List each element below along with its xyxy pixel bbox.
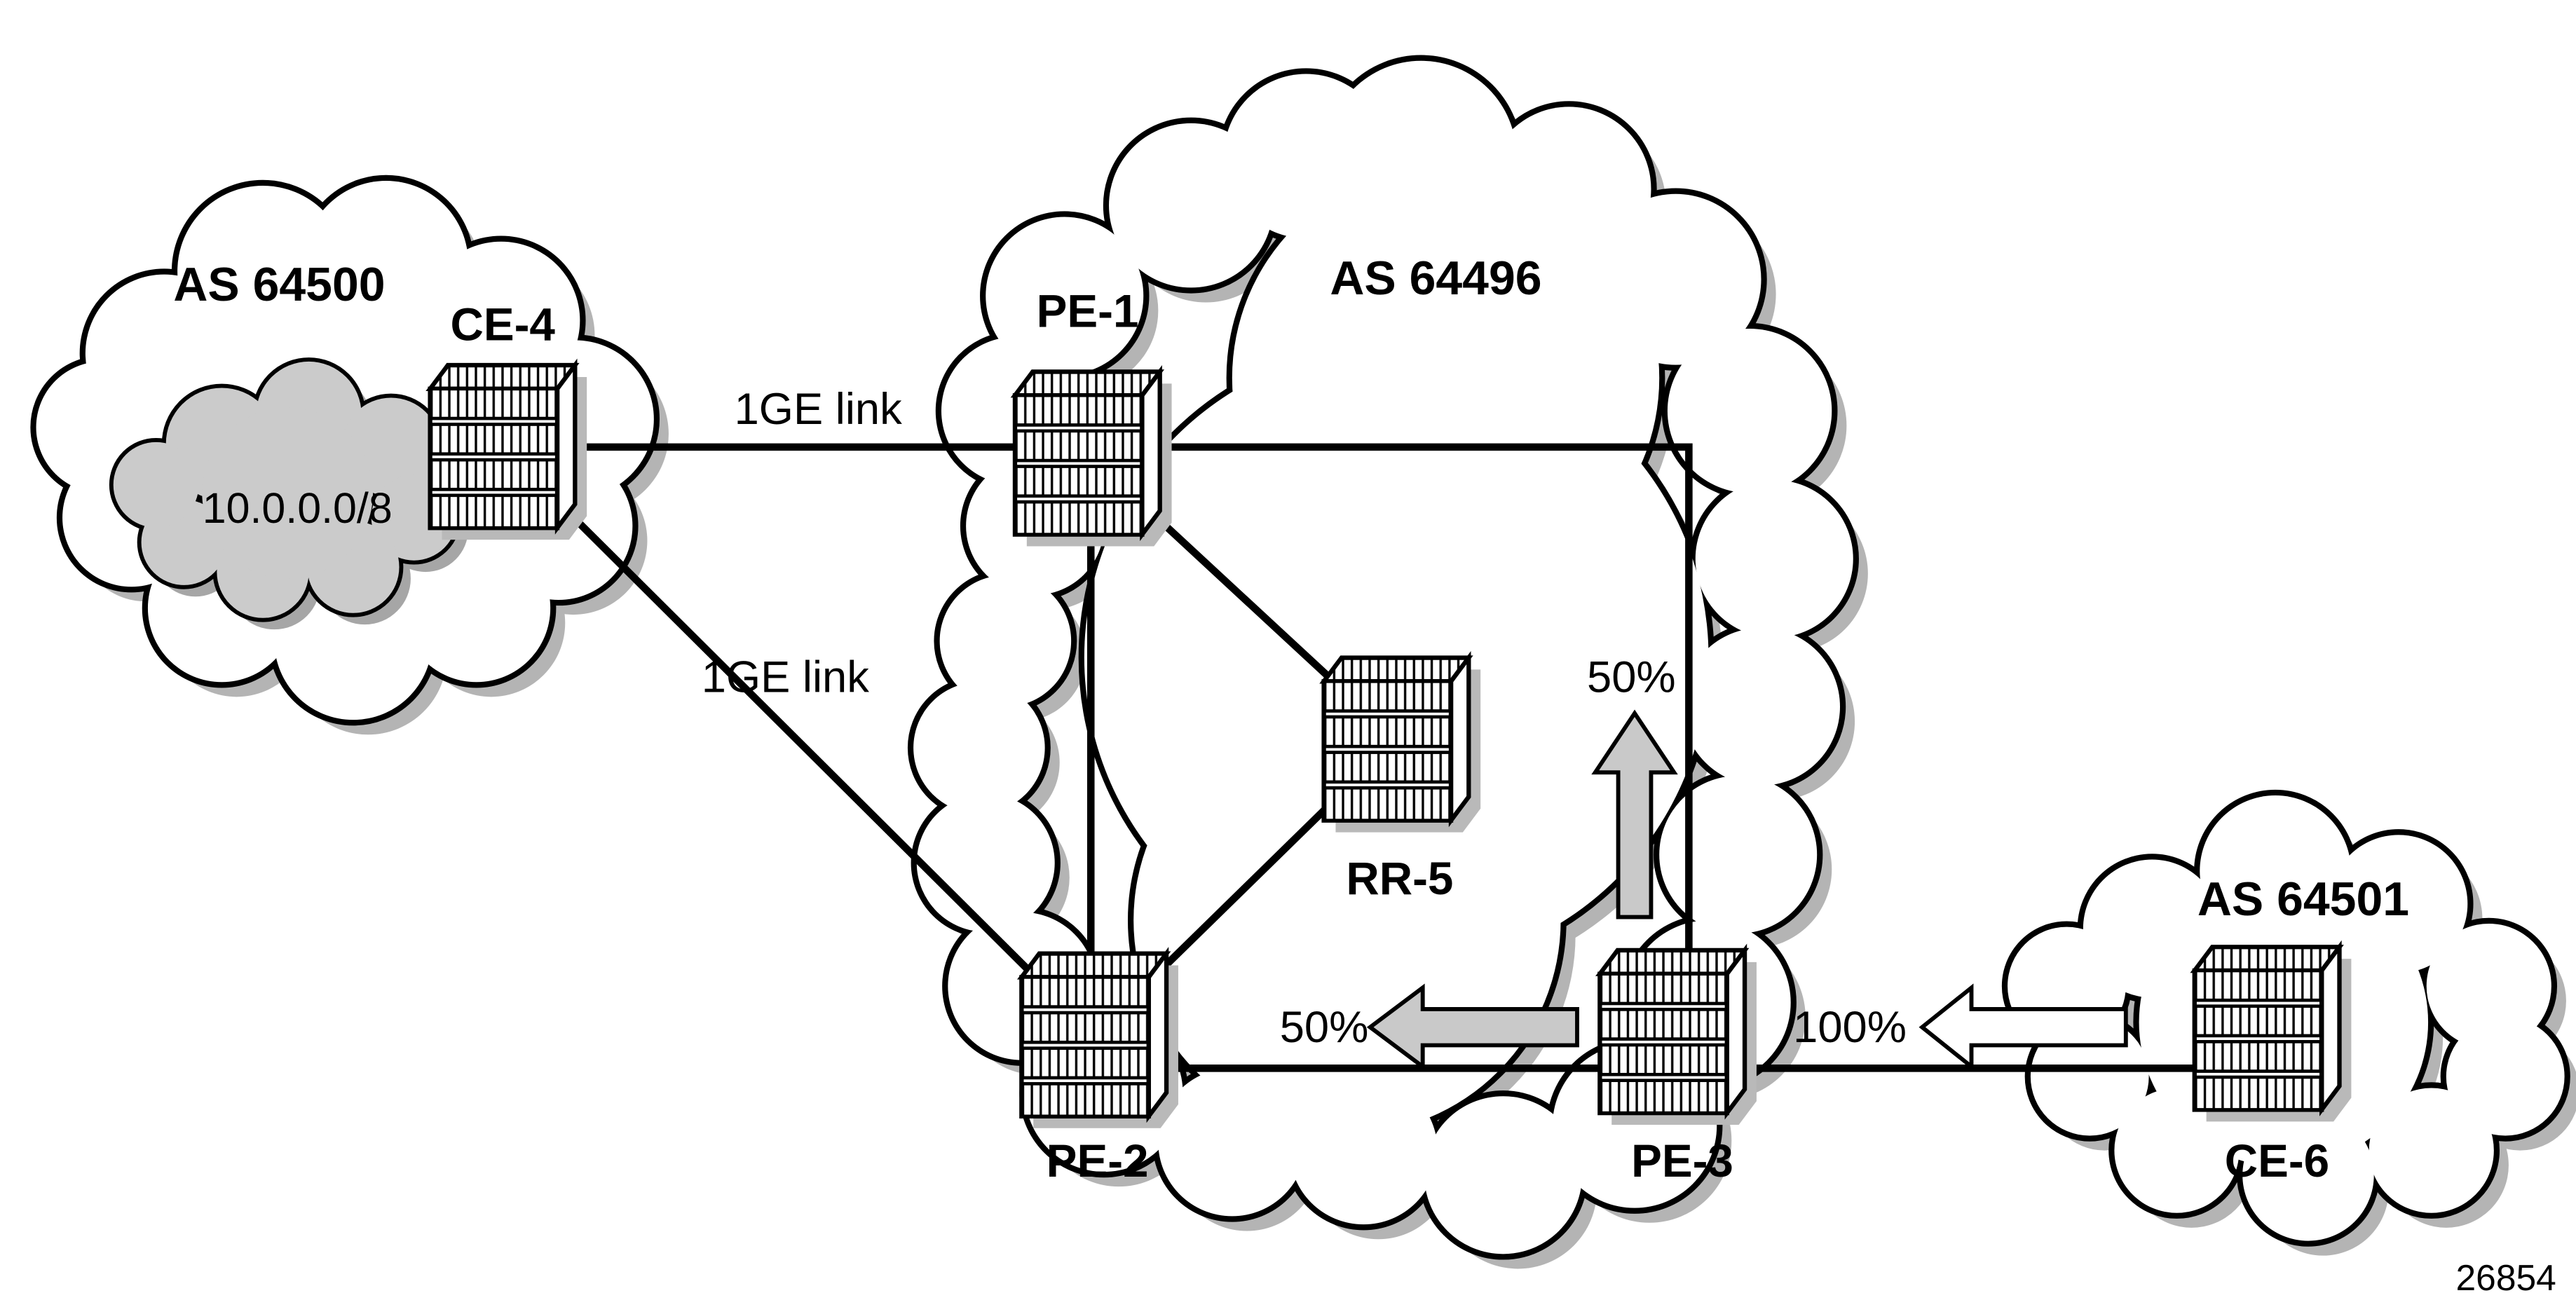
ce6-router-icon xyxy=(2195,947,2352,1121)
link-ce4-pe2 xyxy=(500,444,1097,1039)
pe1-router-icon xyxy=(1015,371,1172,546)
pe1-label: PE-1 xyxy=(1037,286,1139,337)
rr5-label: RR-5 xyxy=(1346,853,1453,904)
link-pe1-pe3 xyxy=(1087,443,1693,1032)
subnet-label: 10.0.0.0/8 xyxy=(203,484,393,532)
ce4-router-icon xyxy=(430,365,587,540)
pe3-router-icon xyxy=(1600,950,1757,1125)
pe2-label: PE-2 xyxy=(1047,1135,1149,1186)
traffic-pe3-up-label: 50% xyxy=(1587,652,1676,702)
pe3-label: PE-3 xyxy=(1631,1135,1733,1186)
as64501-label: AS 64501 xyxy=(2197,873,2409,926)
as64496-label: AS 64496 xyxy=(1330,252,1541,305)
pe2-router-icon xyxy=(1021,954,1178,1128)
ce4-label: CE-4 xyxy=(450,299,555,350)
figure-number: 26854 xyxy=(2456,1257,2556,1298)
traffic-arrow-pe3-to-pe2-icon xyxy=(1366,983,1579,1071)
traffic-ce6-to-pe3-label: 100% xyxy=(1793,1003,1907,1052)
traffic-arrow-ce6-to-pe3-icon xyxy=(1919,983,2128,1072)
rr5-router-icon xyxy=(1324,658,1481,833)
traffic-arrow-pe3-up-icon xyxy=(1591,709,1678,919)
traffic-pe3-to-pe2-label: 50% xyxy=(1280,1003,1369,1052)
ce6-label: CE-6 xyxy=(2225,1135,2329,1186)
link-ce4-pe1-label: 1GE link xyxy=(735,385,902,434)
traffic-arrows xyxy=(1366,709,2128,1072)
as64500-label: AS 64500 xyxy=(173,258,385,311)
link-ce4-pe2-label: 1GE link xyxy=(702,652,869,702)
